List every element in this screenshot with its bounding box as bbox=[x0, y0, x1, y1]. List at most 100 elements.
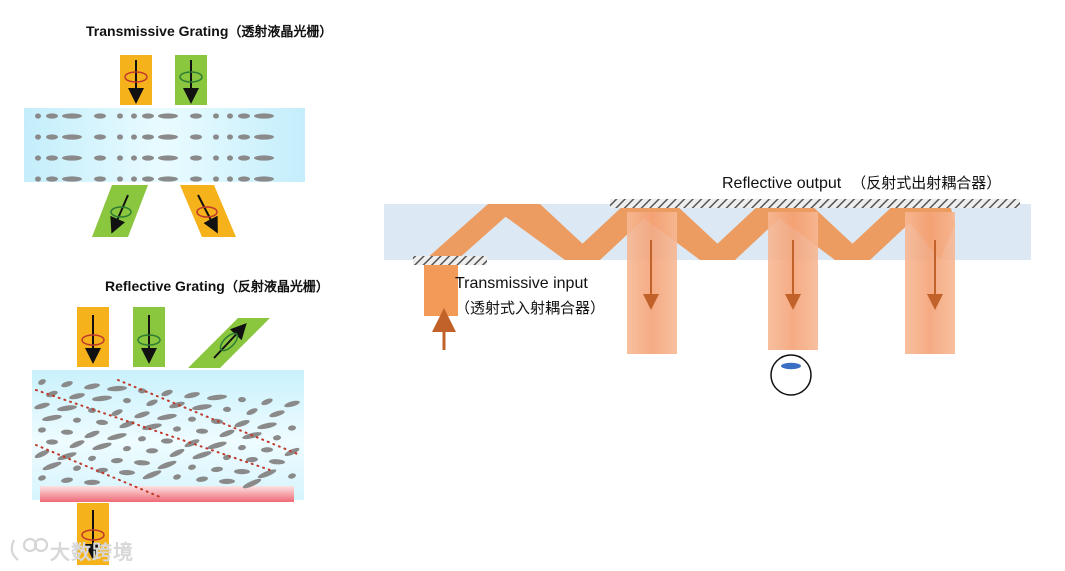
lc-molecule bbox=[142, 134, 154, 140]
lc-molecule bbox=[138, 436, 146, 442]
lc-molecule bbox=[219, 478, 235, 485]
circular-polarization-icon bbox=[81, 529, 105, 541]
lc-molecule bbox=[158, 155, 178, 161]
transmissive-grating-figure bbox=[24, 55, 305, 237]
lc-molecule bbox=[227, 176, 233, 182]
lc-molecules bbox=[34, 379, 300, 489]
lc-molecule bbox=[34, 402, 50, 410]
lc-molecule bbox=[288, 425, 296, 431]
lc-molecule bbox=[254, 113, 274, 119]
lc-molecule bbox=[94, 134, 106, 140]
lc-molecule bbox=[111, 409, 123, 417]
lc-molecule bbox=[261, 447, 273, 453]
lc-molecule bbox=[61, 477, 73, 483]
lc-molecule bbox=[142, 155, 154, 161]
lc-molecule bbox=[146, 448, 158, 454]
circular-polarization-icon bbox=[124, 71, 148, 83]
lc-molecule bbox=[84, 430, 100, 439]
watermark-text: 大数跨境 bbox=[50, 540, 134, 564]
lc-molecule bbox=[119, 469, 135, 476]
lc-molecule bbox=[119, 421, 135, 429]
lc-molecule bbox=[38, 475, 46, 481]
lc-molecule bbox=[269, 459, 285, 465]
lc-molecule bbox=[261, 398, 273, 406]
circular-polarization-icon bbox=[137, 334, 161, 346]
lc-molecule bbox=[42, 414, 62, 422]
lc-molecule bbox=[134, 411, 150, 419]
lc-molecule bbox=[173, 474, 181, 480]
lc-molecule bbox=[57, 452, 77, 461]
reflective-grating-figure bbox=[32, 307, 304, 565]
lc-molecule bbox=[157, 413, 177, 421]
lc-molecule bbox=[84, 479, 100, 486]
lc-molecule bbox=[146, 399, 158, 407]
lc-molecule bbox=[131, 176, 137, 182]
lc-molecule bbox=[69, 393, 85, 400]
eye-icon bbox=[770, 354, 812, 396]
lc-molecule bbox=[269, 410, 285, 418]
lc-molecule bbox=[57, 405, 77, 412]
lc-molecule bbox=[62, 134, 82, 140]
lc-molecule bbox=[238, 176, 250, 182]
transmissive-input-label-cn: （透射式入射耦合器） bbox=[455, 299, 606, 317]
lc-molecule bbox=[284, 447, 300, 457]
lc-molecule bbox=[213, 113, 219, 119]
lc-molecule bbox=[223, 406, 231, 413]
lc-molecule bbox=[184, 392, 200, 399]
lc-molecule bbox=[123, 445, 131, 452]
lc-molecule bbox=[238, 134, 250, 140]
lc-molecule bbox=[94, 113, 106, 119]
lc-molecule bbox=[238, 396, 246, 403]
lc-molecule bbox=[227, 155, 233, 161]
lc-molecule bbox=[257, 469, 277, 479]
lc-molecule bbox=[190, 155, 202, 161]
bragg-plane bbox=[35, 444, 161, 498]
diffracted-beam-orange bbox=[180, 185, 236, 237]
transmissive-input-label: Transmissive input bbox=[455, 275, 588, 292]
reflective-grating-label: Reflective Grating（反射液晶光栅） bbox=[105, 278, 329, 295]
lc-molecule bbox=[234, 468, 250, 475]
lc-molecule bbox=[190, 113, 202, 119]
lc-molecule bbox=[227, 113, 233, 119]
lc-molecule bbox=[35, 155, 41, 161]
lc-molecule bbox=[131, 113, 137, 119]
lc-molecule bbox=[73, 417, 81, 423]
lc-molecule bbox=[173, 426, 181, 432]
watermark-logo-icon bbox=[10, 537, 49, 561]
lc-molecule bbox=[157, 460, 177, 470]
lc-molecule bbox=[123, 397, 131, 404]
circular-polarization-icon bbox=[110, 206, 132, 218]
lc-molecule bbox=[169, 401, 185, 409]
lc-molecule bbox=[242, 478, 262, 489]
lc-molecule bbox=[62, 176, 82, 182]
lc-molecule bbox=[161, 389, 173, 397]
lc-molecule bbox=[192, 451, 212, 460]
lc-molecule bbox=[142, 470, 162, 480]
lc-molecule bbox=[134, 460, 150, 466]
reflective-output-label: Reflective output（反射式出射耦合器） bbox=[722, 174, 1002, 192]
waveguide-figure bbox=[384, 199, 1031, 396]
lc-molecule bbox=[254, 155, 274, 161]
lc-molecule bbox=[131, 134, 137, 140]
reflective-substrate bbox=[40, 486, 294, 502]
lc-molecule bbox=[254, 134, 274, 140]
lc-molecule bbox=[158, 113, 178, 119]
lc-molecule bbox=[213, 134, 219, 140]
lc-molecule bbox=[213, 176, 219, 182]
lc-molecule bbox=[158, 176, 178, 182]
lc-molecule bbox=[142, 113, 154, 119]
lc-molecule bbox=[117, 134, 123, 140]
lc-molecule bbox=[207, 394, 227, 401]
circular-polarization-icon bbox=[81, 334, 105, 346]
lc-molecule bbox=[273, 435, 281, 441]
lc-molecule bbox=[88, 455, 96, 462]
lc-molecule bbox=[213, 155, 219, 161]
lc-molecule bbox=[246, 456, 258, 463]
lc-molecule bbox=[196, 428, 208, 434]
lc-molecule bbox=[111, 457, 123, 464]
lc-molecule bbox=[238, 444, 246, 451]
lc-molecule bbox=[107, 385, 127, 392]
lc-molecule bbox=[234, 420, 250, 428]
lc-molecule bbox=[46, 134, 58, 140]
